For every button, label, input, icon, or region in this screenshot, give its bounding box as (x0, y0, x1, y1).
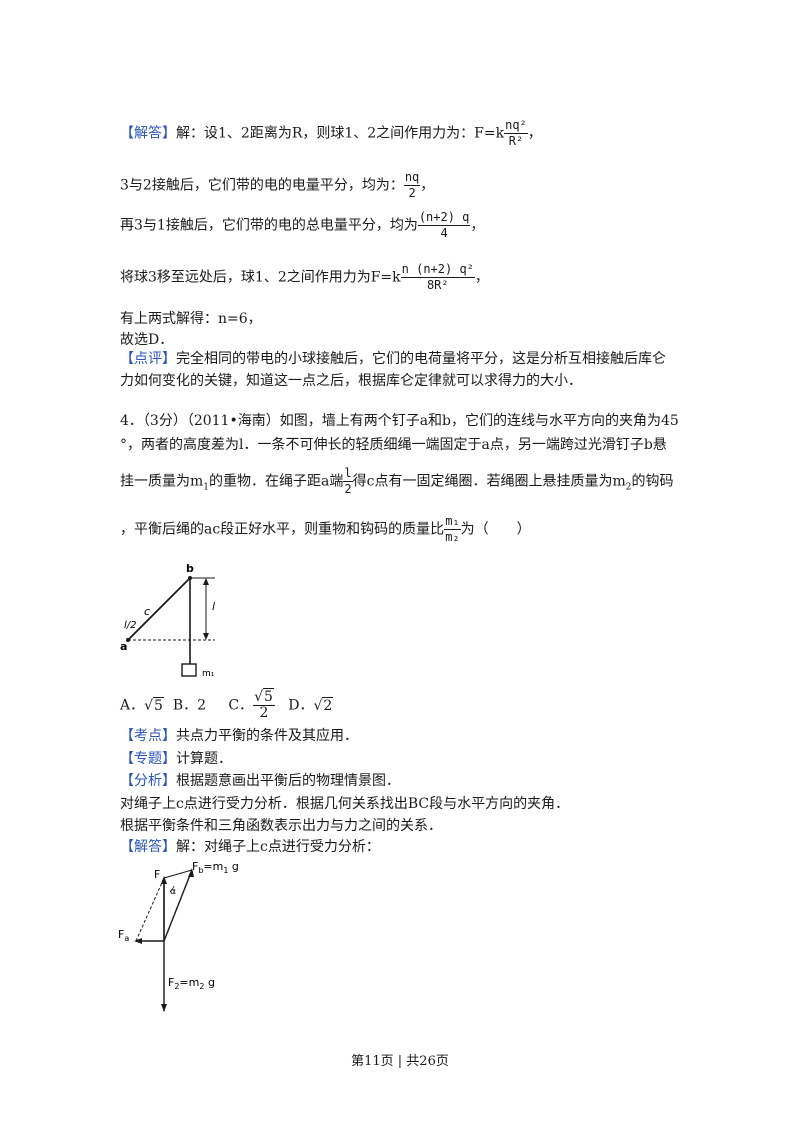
option-b: B．2 (172, 697, 207, 714)
label-l: l (212, 600, 215, 613)
knowledge-point: 【考点】共点力平衡的条件及其应用． (120, 728, 358, 744)
question-4-line-2: °，两者的高度差为l．一条不可伸长的轻质细绳一端固定于a点，另一端跨过光滑钉子b… (120, 437, 667, 453)
label-m1: m₁ (202, 669, 215, 679)
option-c: C． (228, 697, 254, 714)
solution-line-5: 有上两式解得：n=6， (120, 311, 262, 327)
label-c: c (144, 605, 150, 618)
solution-intro: 【解答】解：对绳子上c点进行受力分析： (120, 839, 380, 855)
review-line-1: 【点评】完全相同的带电的小球接触后，它们的电荷量将平分，这是分析互相接触后库仑 (120, 351, 666, 367)
answer-tag: 【解答】 (120, 125, 176, 142)
topic: 【专题】计算题． (120, 751, 232, 767)
option-d: D． (288, 697, 314, 714)
label-alpha: α (170, 887, 176, 897)
question-figure: b a c l/2 l m₁ (120, 562, 215, 679)
review-tag: 【点评】 (120, 351, 176, 367)
rope-ab (127, 577, 191, 641)
sqrt: √5 (144, 696, 164, 714)
sqrt: √2 (313, 696, 334, 714)
label-b: b (186, 562, 194, 575)
label-Fb: Fb=m1 g (192, 860, 239, 875)
question-4-line-1: 4．（3分）（2011•海南）如图，墙上有两个钉子a和b，它们的连线与水平方向的… (120, 413, 679, 429)
analysis: 【分析】根据题意画出平衡后的物理情景图． (120, 773, 400, 789)
analysis-line-3: 根据平衡条件和三角函数表示出力与力之间的关系． (120, 818, 442, 834)
option-a: A． (120, 697, 145, 714)
force-diagram: F α Fb=m1 g Fa F2=m2 g (118, 860, 239, 1012)
force-fb (163, 869, 193, 942)
label-a: a (120, 640, 127, 653)
analysis-line-2: 对绳子上c点进行受力分析．根据几何关系找出BC段与水平方向的夹角． (120, 796, 570, 812)
solution-line-6: 故选D． (120, 332, 174, 348)
page-footer: 第11页 | 共26页 (351, 1054, 449, 1069)
label-Fa: Fa (118, 928, 129, 943)
label-F2: F2=m2 g (168, 976, 215, 991)
weight-box (181, 663, 197, 677)
label-l2: l/2 (124, 620, 137, 631)
review-line-2: 力如何变化的关键，知道这一点之后，根据库仑定律就可以求得力的大小． (120, 373, 582, 389)
label-F: F (154, 868, 160, 881)
